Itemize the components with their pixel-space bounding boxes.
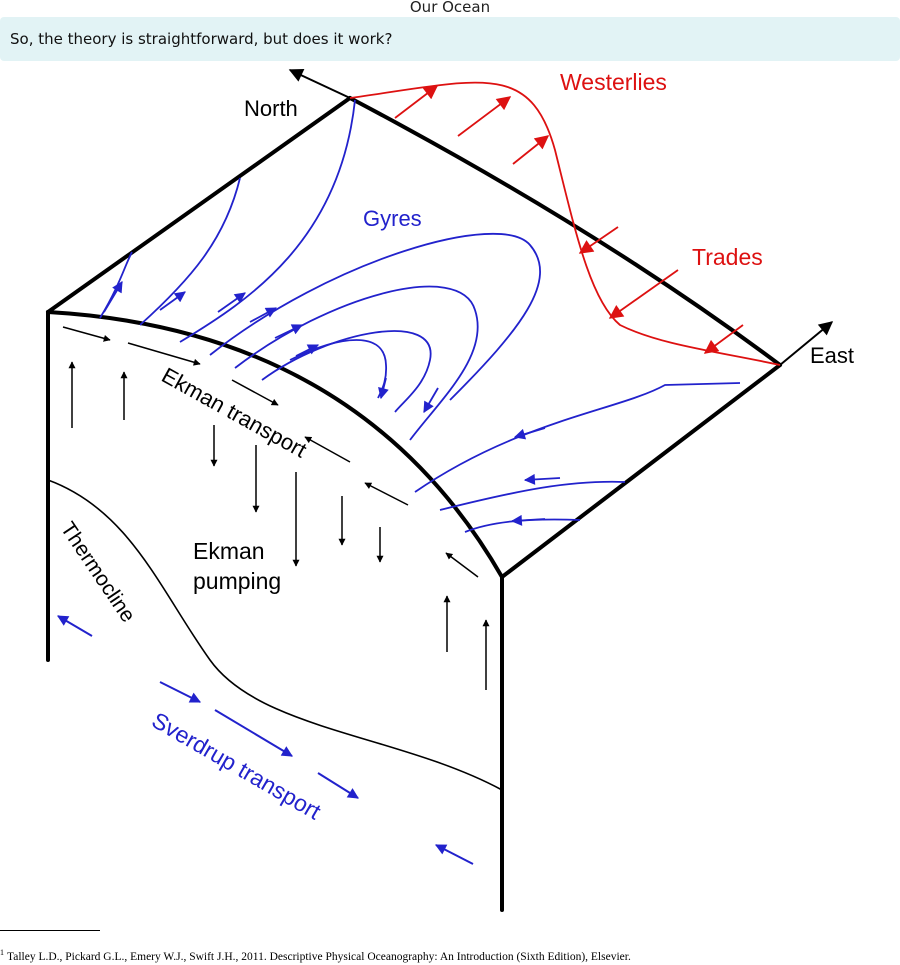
east-top-edge: [500, 363, 782, 579]
footnote-marker: 1: [0, 948, 4, 957]
ekman-transport-arrow: [304, 436, 351, 463]
ekman-transport-arrow: [231, 379, 279, 406]
trade-arrow: [703, 324, 744, 354]
gyre-streamline: [289, 339, 388, 399]
gyre-streamline: [234, 285, 479, 441]
sverdrup-arrow: [159, 681, 201, 703]
gyre-arrow: [423, 387, 439, 413]
wind-profile-curve: [349, 81, 781, 366]
slide-banner: So, the theory is straightforward, but d…: [0, 17, 900, 61]
gyre-streamline: [179, 99, 356, 343]
westerly-arrow: [512, 135, 550, 165]
sverdrup-arrow: [57, 615, 93, 637]
north-top-edge: [348, 96, 782, 367]
sverdrup-arrow: [317, 772, 359, 799]
gyre-streamline: [139, 177, 241, 326]
wind-stress-profile: [349, 81, 781, 366]
gyre-arrow: [513, 427, 546, 440]
north-arrow: [288, 68, 351, 99]
gyre-arrow: [523, 473, 561, 485]
ekman-transport-arrows: [62, 326, 479, 578]
westerly-arrow: [394, 85, 439, 119]
sverdrup-transport-label: Sverdrup transport: [148, 707, 326, 825]
thermocline-label: Thermocline: [56, 518, 140, 627]
gyre-arrow: [274, 324, 303, 339]
trades-label: Trades: [692, 244, 763, 270]
sverdrup-arrow: [214, 709, 293, 757]
trade-arrow: [578, 226, 619, 254]
gyre-arrow: [217, 292, 246, 313]
footnote-citation: Talley L.D., Pickard G.L., Emery W.J., S…: [7, 951, 631, 963]
sverdrup-arrows: [57, 615, 474, 865]
gyre-arrow: [103, 281, 123, 313]
ekman-transport-arrow: [62, 326, 111, 342]
trade-arrow: [608, 269, 679, 319]
footnote-rule: [0, 930, 100, 931]
east-label: East: [810, 343, 854, 368]
westerly-arrow: [457, 96, 512, 137]
gyres-label: Gyres: [363, 206, 422, 231]
ekman-pumping-line1: Ekman: [193, 538, 265, 564]
gyre-streamline: [209, 232, 541, 401]
gyre-streamline: [439, 480, 626, 511]
gyre-arrow: [249, 307, 277, 323]
gyre-streamline: [414, 382, 741, 493]
ekman-transport-arrow: [445, 552, 479, 578]
sverdrup-arrow: [435, 844, 474, 865]
ekman-transport-arrow: [364, 482, 409, 506]
south-top-edge: [46, 310, 504, 579]
west-top-edge: [46, 96, 352, 314]
slide-subtitle: So, the theory is straightforward, but d…: [10, 30, 393, 48]
north-label: North: [244, 96, 298, 121]
ekman-pumping-line2: pumping: [193, 568, 281, 594]
ekman-pumping-arrows: [68, 361, 490, 690]
gyre-arrow: [510, 514, 546, 526]
east-arrow: [779, 321, 834, 366]
gyre-arrow: [378, 377, 389, 400]
gyre-arrow: [295, 344, 319, 357]
page-title: Our Ocean: [409, 0, 491, 16]
ocean-box-outline: [46, 96, 782, 912]
ekman-transport-label: Ekman transport: [158, 363, 311, 463]
westerlies-label: Westerlies: [560, 69, 667, 95]
ekman-pumping-label: Ekman pumping: [193, 538, 281, 594]
ekman-transport-arrow: [127, 342, 201, 366]
gyre-streamlines: [99, 99, 741, 533]
gyre-arrow: [159, 291, 186, 311]
thermocline-line: [47, 479, 503, 791]
